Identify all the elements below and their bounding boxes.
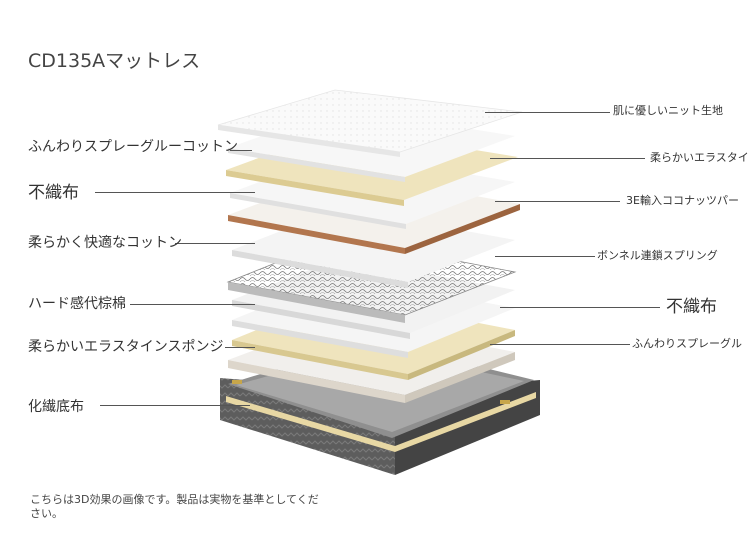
- leader-right-1: [485, 112, 610, 113]
- footnote: こちらは3D効果の画像です。製品は実物を基準としてください。: [30, 493, 319, 520]
- leader-left-5: [225, 347, 255, 348]
- base-buckle-right: [500, 400, 510, 404]
- leader-right-4: [495, 256, 595, 257]
- leader-right-3: [495, 201, 620, 202]
- leader-right-2: [490, 158, 645, 159]
- base-buckle-left: [232, 380, 242, 384]
- label-soft-cotton: 柔らかく快適なコットン: [28, 235, 182, 251]
- label-nonwoven-right: 不織布: [666, 297, 717, 317]
- label-hard-palm: ハード感代棕棉: [28, 296, 126, 312]
- label-elastane-right: 柔らかいエラスタイ: [650, 151, 749, 164]
- label-base-fabric: 化繊底布: [28, 399, 84, 415]
- label-spray-glue-right: ふんわりスプレーグル: [632, 337, 742, 350]
- base-trim-left: [226, 396, 395, 452]
- label-nonwoven-left: 不織布: [28, 183, 79, 203]
- label-knit-fabric: 肌に優しいニット生地: [613, 104, 723, 117]
- leader-right-5: [500, 307, 660, 308]
- label-elastane-sponge: 柔らかいエラスタインスポンジ: [28, 339, 224, 355]
- leader-left-2: [95, 192, 255, 193]
- label-spray-glue-cotton: ふんわりスプレーグルーコットン: [28, 139, 238, 155]
- layer-knit-top: [217, 89, 523, 157]
- base-trim-right: [395, 392, 536, 452]
- label-coconut: 3E輸入ココナッツパー: [626, 194, 739, 207]
- leader-left-3: [175, 243, 255, 244]
- leader-left-6: [100, 405, 250, 406]
- page-title: CD135Aマットレス: [28, 50, 201, 72]
- leader-right-6: [490, 344, 630, 345]
- label-bonnell-spring: ボンネル連鎖スプリング: [597, 249, 718, 262]
- leader-left-4: [130, 304, 255, 305]
- leader-left-1: [230, 150, 252, 151]
